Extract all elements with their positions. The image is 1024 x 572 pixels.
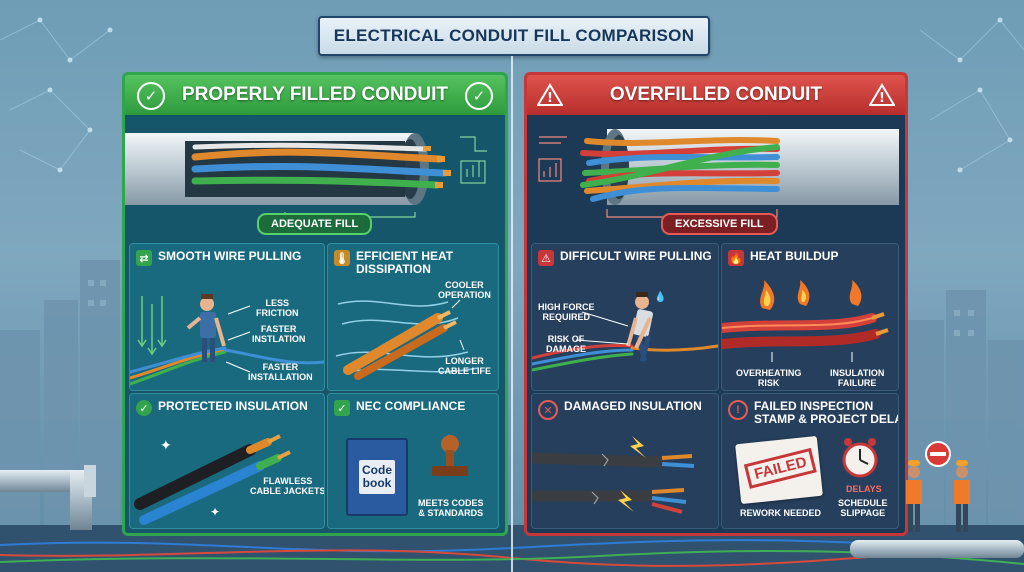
callout-label: LONGER CABLE LIFE (438, 356, 491, 376)
svg-text:✦: ✦ (160, 438, 172, 454)
callout-label: COOLER OPERATION (438, 280, 491, 300)
excessive-fill-conduit-illustration (538, 129, 899, 218)
nec-compliance-card: ✓ NEC COMPLIANCE Code book MEETS CODES &… (327, 393, 499, 529)
card-title: DAMAGED INSULATION (564, 399, 702, 413)
adequate-fill-conduit-illustration (125, 133, 487, 218)
smooth-wire-pulling-card: ⇄ SMOOTH WIRE PULLING (129, 243, 325, 391)
callout-label: FASTER INSTALLATION (248, 362, 313, 382)
callout-label: FASTER INSTLATION (252, 324, 306, 344)
callout-label: SCHEDULE SLIPPAGE (838, 498, 888, 518)
heat-buildup-card: 🔥 HEAT BUILDUP OVERHEATING RISK INS (721, 243, 899, 391)
alert-circle-icon: ! (728, 400, 748, 420)
efficient-heat-dissipation-card: 🌡 EFFICIENT HEAT DISSIPATION COOLER OPER… (327, 243, 499, 391)
callout-label: HIGH FORCE REQUIRED (538, 302, 595, 322)
svg-text:!: ! (879, 91, 885, 106)
shield-check-icon: ✓ (136, 400, 152, 416)
difficult-wire-pulling-card: ⚠ DIFFICULT WIRE PULLING 💧 HIGH FORCE RE… (531, 243, 719, 391)
protected-insulation-card: ✓ PROTECTED INSULATION ✦ ✦ FLAWLESS CABL… (129, 393, 325, 529)
callout-label: REWORK NEEDED (740, 508, 822, 518)
properly-filled-panel: ✓ PROPERLY FILLED CONDUIT ✓ (122, 72, 508, 536)
card-title: PROTECTED INSULATION (158, 399, 308, 413)
inspection-document: FAILED (735, 435, 823, 505)
callout-label: RISK OF DAMAGE (546, 334, 586, 354)
intact-cables-illustration: ✦ ✦ (134, 434, 291, 525)
card-title: NEC COMPLIANCE (356, 399, 466, 413)
card-title: HEAT BUILDUP (750, 249, 839, 263)
center-divider (511, 56, 513, 572)
excessive-fill-label: EXCESSIVE FILL (661, 213, 778, 235)
svg-text:💧: 💧 (654, 290, 666, 303)
cooling-cable-illustration (335, 299, 479, 380)
properly-filled-header: ✓ PROPERLY FILLED CONDUIT ✓ (125, 75, 505, 115)
overheating-cable-illustration (722, 280, 889, 362)
overfilled-header: ! OVERFILLED CONDUIT ! (527, 75, 905, 115)
svg-text:✦: ✦ (210, 505, 220, 519)
failed-inspection-card: ! FAILED INSPECTION STAMP & PROJECT DELA… (721, 393, 899, 529)
card-title: EFFICIENT HEAT DISSIPATION (356, 249, 454, 276)
thermometer-icon: 🌡 (334, 250, 350, 266)
callout-label: LESS FRICTION (256, 298, 299, 318)
title-banner: ELECTRICAL CONDUIT FILL COMPARISON (318, 16, 710, 56)
delays-label: DELAYS (846, 484, 882, 494)
alarm-clock-icon (842, 438, 878, 478)
damaged-insulation-card: ✕ DAMAGED INSULATION (531, 393, 719, 529)
approval-stamp-icon (432, 435, 468, 476)
worker-pulling-wire-illustration (130, 294, 324, 386)
page-title: ELECTRICAL CONDUIT FILL COMPARISON (333, 26, 695, 45)
warning-icon: ! (537, 83, 563, 106)
svg-text:!: ! (547, 91, 553, 106)
code-book-label: Code book (359, 460, 395, 494)
callout-label: MEETS CODES & STANDARDS (418, 498, 484, 518)
overfilled-title: OVERFILLED CONDUIT (609, 84, 823, 105)
callout-label: OVERHEATING RISK (736, 368, 802, 388)
overfilled-panel: ! OVERFILLED CONDUIT ! (524, 72, 908, 536)
properly-filled-title: PROPERLY FILLED CONDUIT (181, 84, 449, 105)
swap-arrows-icon: ⇄ (136, 250, 152, 266)
check-icon: ✓ (465, 82, 493, 110)
fire-icon: 🔥 (728, 250, 744, 266)
callout-label: FLAWLESS CABLE JACKETS (250, 476, 325, 496)
callout-label: INSULATION FAILURE (830, 368, 885, 388)
code-book-icon: Code book (346, 438, 408, 516)
checkbox-icon: ✓ (334, 400, 350, 416)
failed-stamp: FAILED (743, 447, 818, 489)
check-icon: ✓ (137, 82, 165, 110)
adequate-fill-label: ADEQUATE FILL (257, 213, 373, 235)
card-title: SMOOTH WIRE PULLING (158, 249, 302, 263)
inspectors-illustration (906, 441, 970, 532)
strain-icon: ⚠ (538, 250, 554, 266)
card-title: DIFFICULT WIRE PULLING (560, 249, 712, 263)
damaged-cables-illustration (532, 436, 695, 514)
x-circle-icon: ✕ (538, 400, 558, 420)
worker-straining-illustration: 💧 (532, 290, 718, 372)
card-title: FAILED INSPECTION STAMP & PROJECT DELAYS (754, 399, 898, 426)
warning-icon: ! (869, 83, 895, 106)
